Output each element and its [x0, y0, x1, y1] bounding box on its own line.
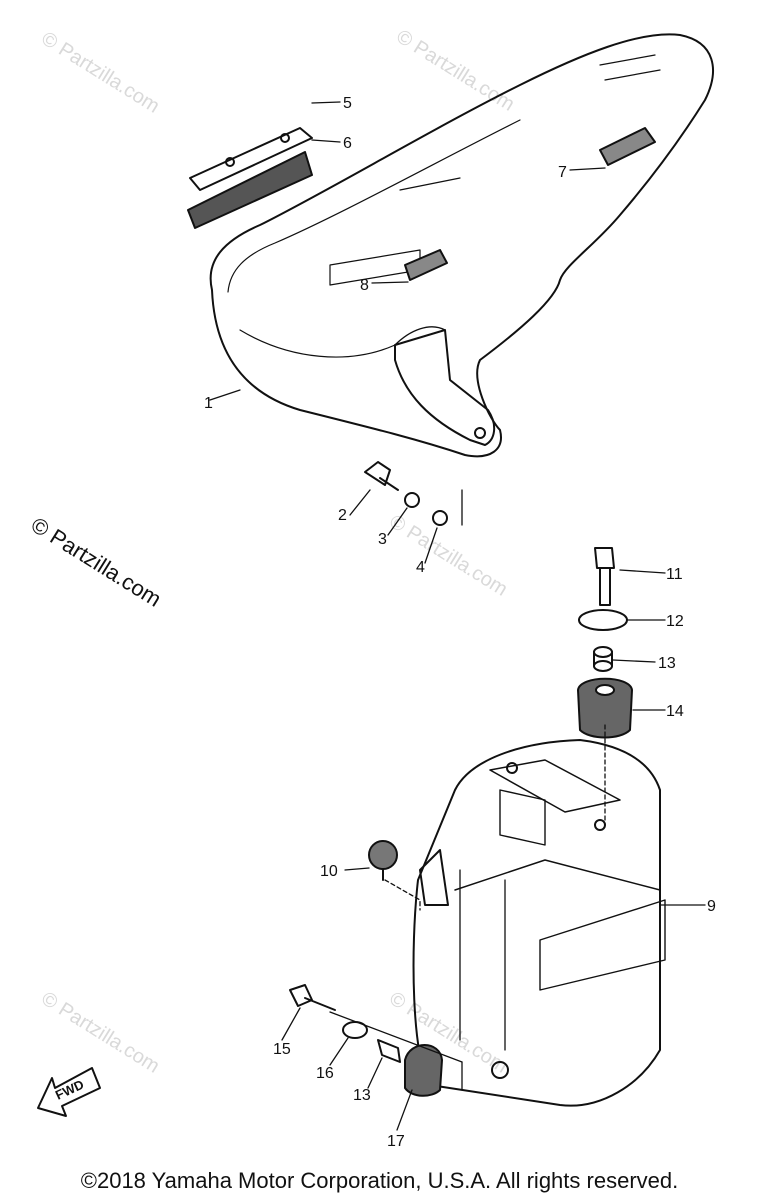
- callout-7: 7: [558, 164, 567, 181]
- watermark-top-center: © Partzilla.com: [392, 26, 518, 116]
- washer-part-3: [404, 492, 420, 508]
- callout-3: 3: [378, 531, 387, 548]
- callout-13-upper: 13: [658, 655, 676, 672]
- callout-6: 6: [343, 135, 352, 152]
- forward-arrow-icon: FWD: [37, 1067, 101, 1117]
- watermark-middle: © Partzilla.com: [385, 511, 511, 601]
- washer-part-4: [432, 510, 448, 526]
- callout-11: 11: [666, 566, 683, 583]
- callout-12: 12: [666, 613, 684, 630]
- damper-part-17: [404, 1044, 443, 1097]
- callout-14: 14: [666, 703, 684, 720]
- callout-4: 4: [416, 559, 425, 576]
- copyright-footer: ©2018 Yamaha Motor Corporation, U.S.A. A…: [80, 1168, 679, 1193]
- callout-labels: 1 2 3 4 5 6 7 8 9 10 11 12 13 14 15 16 1…: [204, 95, 716, 1150]
- callout-5: 5: [343, 95, 352, 112]
- watermark-bottom-left: © Partzilla.com: [37, 988, 163, 1078]
- emblem-part-5: [189, 127, 313, 191]
- bolt-part-11: [594, 547, 615, 606]
- callout-17: 17: [387, 1133, 405, 1150]
- emblem-backing-part-6: [187, 151, 313, 229]
- callout-16: 16: [316, 1065, 334, 1082]
- side-cover-part-1: [209, 33, 714, 458]
- collar-part-13: [593, 646, 613, 672]
- washer-part-12: [578, 609, 628, 631]
- callout-10: 10: [320, 863, 338, 880]
- leader-lines: [209, 101, 706, 1131]
- callout-2: 2: [338, 507, 347, 524]
- callout-15: 15: [273, 1041, 291, 1058]
- bolt-part-15: [289, 984, 336, 1011]
- oil-tank-part-9: [412, 739, 666, 1107]
- cap-part-10: [368, 840, 398, 881]
- callout-13-lower: 13: [353, 1087, 371, 1104]
- rubber-strip-part-8: [404, 249, 448, 281]
- rubber-strip-part-7: [599, 127, 656, 166]
- damper-part-14: [577, 677, 633, 739]
- callout-9: 9: [707, 898, 716, 915]
- callout-8: 8: [360, 277, 369, 294]
- watermark-top-left: © Partzilla.com: [37, 28, 163, 118]
- callout-1: 1: [204, 395, 213, 412]
- collar-part-13-lower: [377, 1039, 401, 1063]
- screw-part-2: [364, 461, 399, 491]
